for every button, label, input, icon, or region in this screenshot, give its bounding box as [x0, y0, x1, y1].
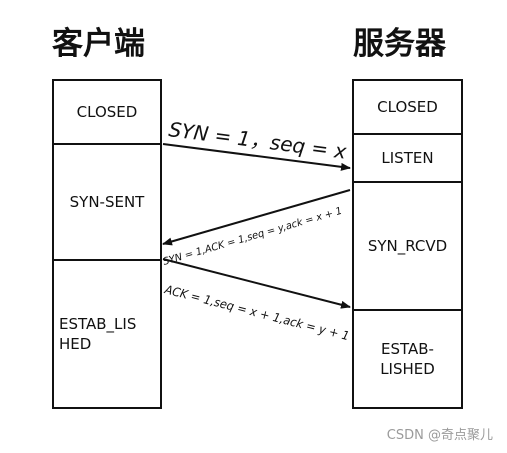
server-state-column: CLOSED LISTEN SYN_RCVD ESTAB- LISHED — [352, 79, 463, 409]
client-state-established: ESTAB_LIS HED — [59, 315, 137, 353]
client-state-syn-sent: SYN-SENT — [69, 193, 145, 211]
syn-arrow — [162, 143, 351, 171]
ack-arrow — [162, 258, 351, 309]
ack-message-label: ACK = 1,seq = x + 1,ack = y + 1 — [162, 282, 350, 343]
server-state-listen: LISTEN — [381, 149, 434, 167]
client-divider — [54, 143, 160, 145]
server-divider — [354, 133, 461, 135]
server-divider — [354, 309, 461, 311]
client-state-column: CLOSED SYN-SENT ESTAB_LIS HED — [52, 79, 162, 409]
server-state-closed: CLOSED — [377, 98, 438, 116]
server-state-established: ESTAB- LISHED — [380, 340, 435, 378]
client-title: 客户端 — [52, 26, 145, 62]
client-divider — [54, 259, 160, 261]
server-state-syn-rcvd: SYN_RCVD — [367, 237, 448, 255]
client-state-closed: CLOSED — [76, 103, 138, 121]
server-title: 服务器 — [353, 26, 446, 62]
server-divider — [354, 181, 461, 183]
syn-ack-arrow — [162, 189, 351, 246]
watermark: CSDN @奇点聚儿 — [386, 428, 493, 443]
